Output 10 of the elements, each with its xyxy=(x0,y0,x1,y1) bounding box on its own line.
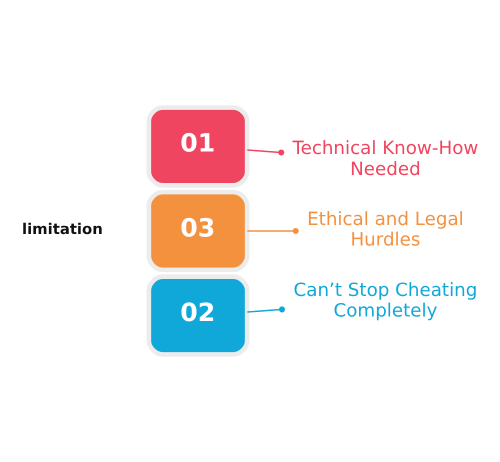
node-box: 02 xyxy=(146,274,250,357)
label: limitation xyxy=(22,220,103,238)
node-box: 03 xyxy=(146,190,250,272)
connector xyxy=(247,228,299,234)
node-text: Ethical and Legal Hurdles xyxy=(307,209,464,251)
node-text: Can’t Stop Cheating Completely xyxy=(294,280,478,322)
connector xyxy=(247,149,284,156)
connector xyxy=(247,306,286,313)
node-text: Technical Know-How Needed xyxy=(292,138,478,180)
node-box: 01 xyxy=(146,105,250,188)
